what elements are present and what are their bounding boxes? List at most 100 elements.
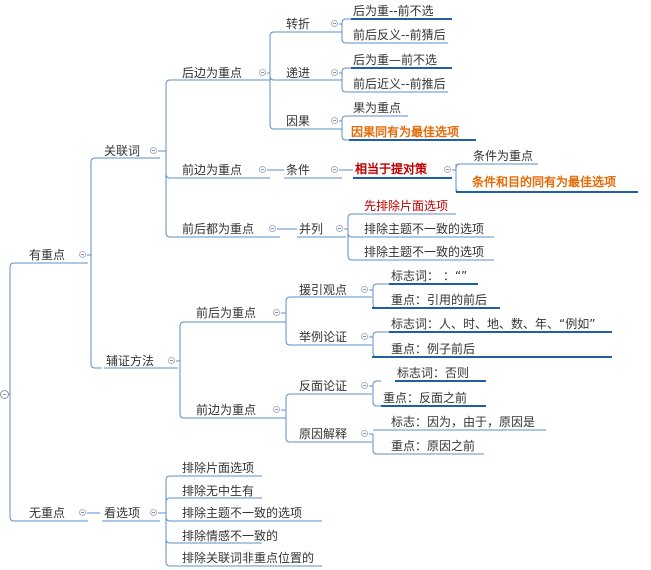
node-yuanyin-guandian[interactable]: 援引观点 [299,283,348,297]
fuzheng-toggle[interactable] [168,357,175,364]
edge-fm-branch-1 [372,401,381,407]
node-kx1[interactable]: 排除片面选项 [182,461,255,475]
node-fanmian-lunzheng[interactable]: 反面论证 [299,379,348,393]
node-zz1[interactable]: 后为重--前不选 [353,4,434,18]
you-zhongdian-toggle[interactable] [79,251,86,258]
edge-bl-branch-0 [347,213,362,219]
node-dj1[interactable]: 后为重—前不选 [353,53,438,67]
edge-fm-branch-0 [372,380,381,386]
edge-kx-branch-4 [165,561,180,567]
edge-yj-branch-1 [372,449,389,455]
juli-toggle[interactable] [361,333,368,340]
node-fm2[interactable]: 重点：反面之前 [383,391,468,405]
node-fm1[interactable]: 标志词：否则 [397,366,470,380]
edge-kx-branch-3 [165,538,180,544]
node-yg2[interactable]: 因果同有为最佳选项 [351,125,460,139]
node-yj2[interactable]: 重点：原因之前 [391,439,476,453]
node-jl1[interactable]: 标志词：人、时、地、数、年、“例如” [391,317,596,331]
edge-kx-branch-1 [165,497,180,503]
node-yg1[interactable]: 果为重点 [353,101,402,115]
edge-qw-branch-0 [285,393,297,399]
node-qianbian[interactable]: 前边为重点 [182,163,243,177]
node-binglie[interactable]: 并列 [299,222,324,236]
edge-qhw-branch-0 [285,296,297,302]
node-kx3[interactable]: 排除主题不一致的选项 [182,506,303,520]
edge-glc-branch-0 [165,79,180,85]
node-tiaojian[interactable]: 条件 [286,163,311,177]
node-kx5[interactable]: 排除关联词非重点位置的 [182,551,315,565]
edge-you-branch-1 [90,363,102,369]
root-collapse-toggle[interactable] [0,390,9,399]
node-juli-lunzheng[interactable]: 举例论证 [299,330,348,344]
qianhou-dou-toggle[interactable] [269,225,276,232]
node-bl2[interactable]: 排除主题不一致的选项 [364,222,485,236]
node-dj2[interactable]: 前后近义--前推后 [353,77,446,91]
edge-glc-branch-2 [165,232,180,238]
edge-yy-branch-0 [372,283,389,289]
dijin-toggle[interactable] [331,69,338,76]
edge-zz-branch-0 [341,18,351,24]
node-tj1[interactable]: 相当于提对策 [355,162,428,176]
node-wu-zhongdian[interactable]: 无重点 [29,506,66,520]
yuanyin-toggle[interactable] [361,286,368,293]
node-yuanyin-jieshi[interactable]: 原因解释 [299,427,348,441]
node-you-zhongdian[interactable]: 有重点 [29,248,66,262]
node-bl1[interactable]: 先排除片面选项 [364,199,449,213]
node-guanlianci[interactable]: 关联词 [104,144,141,158]
edge-dj-branch-1 [341,87,351,93]
node-tj3[interactable]: 条件和目的同有为最佳选项 [472,175,617,189]
tj-duice-toggle[interactable] [444,166,451,173]
edge-bl-branch-2 [347,255,362,261]
zhuanzhe-toggle[interactable] [331,20,338,27]
edge-duice-branch-0 [455,163,471,169]
wu-zhongdian-toggle[interactable] [79,509,86,516]
qian-wei-toggle[interactable] [273,406,280,413]
edge-dj-branch-0 [341,67,351,73]
edge-fz-branch-0 [179,321,194,327]
edge-yg-branch-1 [341,135,351,141]
binglie-toggle[interactable] [336,225,343,232]
edge-root-branch-0 [9,262,28,268]
node-yy1[interactable]: 标志词： ：“” [391,269,468,283]
node-kx4[interactable]: 排除情感不一致的 [182,529,279,543]
edge-jl-branch-0 [372,331,389,337]
node-houbian[interactable]: 后边为重点 [182,66,243,80]
node-zz2[interactable]: 前后反义--前猜后 [353,28,446,42]
yuanyin-jieshi-toggle[interactable] [361,430,368,437]
fanmian-toggle[interactable] [361,382,368,389]
node-kx2[interactable]: 排除无中生有 [182,484,255,498]
node-yj1[interactable]: 标志：因为，由于，原因是 [391,415,536,429]
node-zhuanzhe[interactable]: 转折 [286,17,311,31]
edge-kx-branch-2 [165,516,180,522]
edge-bl-branch-1 [347,232,362,238]
edge-kx-branch-0 [165,475,180,481]
guanlianci-toggle[interactable] [150,147,157,154]
edge-you-branch-0 [90,157,102,163]
node-kan-xuanxiang[interactable]: 看选项 [104,506,141,520]
kanxuanxiang-toggle[interactable] [150,509,157,516]
node-qianhou-dou[interactable]: 前后都为重点 [182,222,255,236]
node-bl3[interactable]: 排除主题不一致的选项 [364,245,485,259]
qianhou-wei-toggle[interactable] [273,309,280,316]
edge-zz-branch-1 [341,38,351,44]
houbian-toggle[interactable] [259,69,266,76]
node-qianhou-wei[interactable]: 前后为重点 [196,306,257,320]
node-yinguo[interactable]: 因果 [286,114,311,128]
edge-qw-branch-1 [285,437,297,443]
node-qian-wei[interactable]: 前边为重点 [196,403,257,417]
edge-fz-branch-1 [179,413,194,419]
edge-root-branch-1 [9,516,28,522]
edge-yg-branch-0 [341,115,351,121]
edge-glc-branch-1 [165,173,180,179]
qianbian-toggle[interactable] [259,166,266,173]
node-jl2[interactable]: 重点：例子前后 [391,342,476,356]
node-dijin[interactable]: 递进 [286,66,311,80]
node-yy2[interactable]: 重点：引用的前后 [391,293,488,307]
edge-hb-branch-2 [269,124,284,130]
node-tj2[interactable]: 条件为重点 [473,149,534,163]
node-fuzheng-fangfa[interactable]: 辅证方法 [106,354,155,368]
yinguo-toggle[interactable] [331,117,338,124]
tiaojian-toggle[interactable] [331,166,338,173]
edge-hb-branch-0 [269,31,284,37]
